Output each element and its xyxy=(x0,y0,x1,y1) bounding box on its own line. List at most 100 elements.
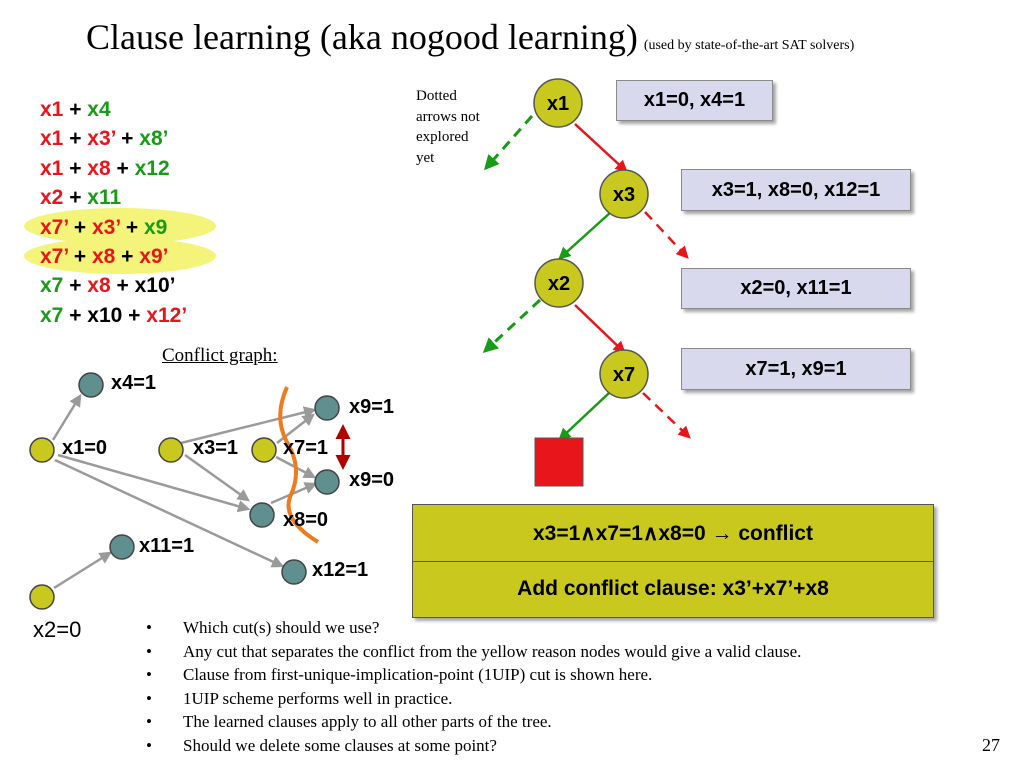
graph-node-x9-1 xyxy=(314,395,340,421)
clause-plus: + xyxy=(63,156,88,180)
clause-literal: x10’ xyxy=(134,274,176,298)
clause-plus: + xyxy=(63,98,88,121)
bullet-text: Which cut(s) should we use? xyxy=(183,618,380,637)
bullet-item: • The learned clauses apply to all other … xyxy=(146,710,801,734)
clause-literal: x7 xyxy=(40,274,64,298)
clause-plus: + xyxy=(63,274,88,298)
tree-node-x2-label: x2 xyxy=(548,273,570,295)
bullet-text: Any cut that separates the conflict from… xyxy=(183,641,802,661)
page-number: 27 xyxy=(982,735,1000,755)
graph-node-x7 xyxy=(251,437,277,463)
bullet-dot: • xyxy=(146,618,152,637)
bullet-text: The learned clauses apply to all other p… xyxy=(183,712,552,731)
assignment-box-1: x1=0, x4=1 xyxy=(616,80,773,121)
graph-edge-x3-x8 xyxy=(184,453,251,502)
clause-plus: + xyxy=(68,244,92,268)
graph-node-x8 xyxy=(249,502,275,528)
tree-edge-x2-unexplored xyxy=(482,298,542,354)
clause-literal: x2 xyxy=(40,186,64,210)
bullet-item: • Which cut(s) should we use? xyxy=(146,616,801,640)
clause-1: x1 + x4 xyxy=(40,95,187,124)
tree-edge-x1-unexplored xyxy=(484,115,534,171)
conflict-statement: x3=1∧x7=1∧x8=0 → conflict xyxy=(413,505,933,562)
tree-node-x7-label: x7 xyxy=(613,364,635,386)
clause-plus: + xyxy=(63,303,88,327)
clause-2: x1 + x3’ + x8’ xyxy=(40,124,187,153)
clause-literal: x8’ xyxy=(139,127,169,151)
graph-label-x9-0: x9=0 xyxy=(349,469,395,491)
bullet-dot: • xyxy=(146,712,152,731)
graph-label-x7: x7=1 xyxy=(283,437,329,459)
clause-literal: x1 xyxy=(40,98,64,121)
title-text: Clause learning (aka nogood learning) xyxy=(86,17,638,57)
dotted-arrows-note: Dotted arrows not explored yet xyxy=(416,88,480,166)
graph-label-x11: x11=1 xyxy=(139,535,195,557)
graph-node-x2 xyxy=(29,584,55,610)
tree-edge-x7-unexplored xyxy=(642,392,691,439)
graph-label-x2: x2=0 xyxy=(33,617,82,642)
clause-literal: x12’ xyxy=(146,303,188,327)
assignment-box-4: x7=1, x9=1 xyxy=(681,348,911,390)
clause-literal: x7’ xyxy=(40,215,69,239)
bullet-dot: • xyxy=(146,665,152,684)
tree-node-x1-label: x1 xyxy=(547,93,569,115)
clause-3: x1 + x8 + x12 xyxy=(40,154,187,183)
clause-literal: x8 xyxy=(91,244,116,268)
graph-edge-x1-x12 xyxy=(54,458,285,568)
graph-label-x9-1: x9=1 xyxy=(349,396,395,418)
graph-node-x9-0 xyxy=(314,469,340,495)
tree-node-x1 xyxy=(533,78,583,128)
graph-label-x8: x8=0 xyxy=(283,509,329,531)
clause-plus: + xyxy=(110,156,135,180)
clause-literal: x10 xyxy=(87,303,123,327)
clause-literal: x12 xyxy=(134,156,170,180)
clause-literal: x4 xyxy=(87,98,111,121)
clause-6: x7’ + x8 + x9’ xyxy=(40,242,187,271)
graph-edge-x1-x4 xyxy=(51,393,82,441)
clause-7: x7 + x8 + x10’ xyxy=(40,271,187,300)
clause-literal: x1 xyxy=(40,127,64,151)
clause-plus: + xyxy=(68,215,92,239)
clause-8: x7 + x10 + x12’ xyxy=(40,301,187,330)
graph-node-x11 xyxy=(109,534,135,560)
graph-label-x4: x4=1 xyxy=(111,372,157,394)
clause-plus: + xyxy=(110,274,135,298)
clause-plus: + xyxy=(115,127,140,151)
bullet-text: Should we delete some clauses at some po… xyxy=(183,735,497,755)
cut-line xyxy=(278,386,320,544)
graph-node-x3 xyxy=(158,437,184,463)
clause-literal: x7 xyxy=(40,303,64,327)
clause-plus: + xyxy=(63,127,88,151)
clause-plus: + xyxy=(122,303,147,327)
tree-node-x3-label: x3 xyxy=(613,184,635,206)
clause-literal: x8 xyxy=(87,156,111,180)
tree-node-x3 xyxy=(599,169,649,219)
graph-node-x12 xyxy=(281,559,307,585)
highlight-clause-6 xyxy=(24,238,216,274)
add-conflict-clause: Add conflict clause: x3’+x7’+x8 xyxy=(517,577,829,600)
tree-edge-x3-x2 xyxy=(558,211,612,260)
bullet-dot: • xyxy=(146,641,152,661)
graph-label-x3: x3=1 xyxy=(193,437,239,459)
tree-node-x7 xyxy=(599,349,649,399)
tree-node-x2 xyxy=(534,258,584,308)
tree-edge-x3-unexplored xyxy=(644,211,689,259)
bullet-text: 1UIP scheme performs well in practice. xyxy=(183,688,453,708)
bullet-dot: • xyxy=(146,735,152,755)
clause-literal: x9’ xyxy=(139,244,169,268)
bullet-item: •1UIP scheme performs well in practice. xyxy=(146,687,801,711)
assignment-box-3: x2=0, x11=1 xyxy=(681,268,911,309)
tree-edge-x1-x3 xyxy=(574,123,628,173)
graph-node-x4 xyxy=(78,372,104,398)
clause-literal: x7’ xyxy=(40,244,69,268)
bullet-item: • Any cut that separates the conflict fro… xyxy=(146,640,801,664)
slide-title: Clause learning (aka nogood learning)(us… xyxy=(86,16,854,58)
graph-node-x1 xyxy=(29,437,55,463)
clause-literal: x3’ xyxy=(87,127,116,151)
clause-5: x7’ + x3’ + x9 xyxy=(40,213,187,242)
graph-edge-x1-x8 xyxy=(57,453,251,513)
graph-edge-x2-x11 xyxy=(53,551,113,590)
clause-plus: + xyxy=(63,186,88,210)
